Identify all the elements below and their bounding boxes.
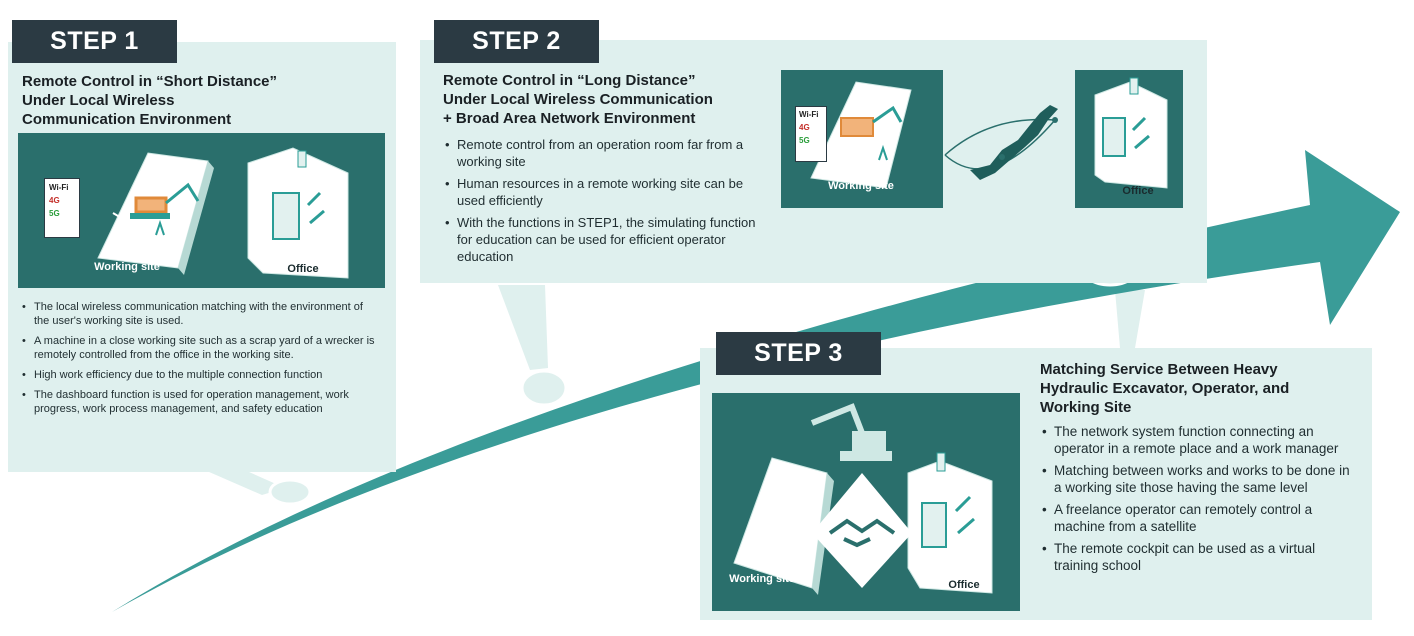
step1-tag: STEP 1	[12, 20, 177, 63]
step3-office-label: Office	[948, 579, 980, 591]
4g-icon: 4G	[49, 196, 60, 205]
step3-callout-tail	[1115, 290, 1145, 348]
step3-bullet: The remote cockpit can be used as a virt…	[1040, 540, 1360, 574]
step3-bullet: Matching between works and works to be d…	[1040, 462, 1360, 496]
step3-tag: STEP 3	[716, 332, 881, 375]
5g-icon: 5G	[799, 136, 810, 145]
step1-title: Remote Control in “Short Distance” Under…	[22, 73, 278, 128]
antenna-icon	[878, 144, 888, 161]
step3-bullet: A freelance operator can remotely contro…	[1040, 501, 1360, 535]
step1-bullet: A machine in a close working site such a…	[20, 334, 380, 362]
japan-map-icon	[944, 105, 1058, 180]
operator-icon	[306, 191, 325, 225]
step2-bullet-list: Remote control from an operation room fa…	[443, 136, 773, 270]
excavator-icon	[810, 403, 892, 461]
wifi-icon: Wi-Fi	[799, 110, 819, 119]
step3-bullet: The network system function connecting a…	[1040, 423, 1360, 457]
step1-office-label: Office	[287, 263, 319, 275]
step2-network-icons: Wi-Fi 4G 5G	[795, 106, 827, 162]
4g-icon: 4G	[799, 123, 810, 132]
antenna-icon	[155, 219, 165, 236]
step2-title: Remote Control in “Long Distance” Under …	[443, 72, 713, 127]
step3-working-site-label: Working site	[729, 573, 795, 585]
step1-bullet: The local wireless communication matchin…	[20, 300, 380, 328]
step1-network-icons: Wi-Fi 4G 5G	[44, 178, 80, 238]
step1-bullet: High work efficiency due to the multiple…	[20, 368, 380, 382]
step2-office-illustration: Office	[1075, 70, 1183, 208]
handshake-icon	[828, 518, 896, 548]
excavator-icon	[840, 117, 874, 137]
step2-tag: STEP 2	[434, 20, 599, 63]
step2-working-site-label: Working site	[828, 180, 894, 192]
step3-title: Matching Service Between Heavy Hydraulic…	[1040, 361, 1290, 416]
cockpit-screen-icon	[1102, 117, 1126, 157]
milestone-step2	[520, 369, 568, 407]
step1-scene-svg	[97, 147, 349, 279]
step1-callout-tail	[200, 468, 285, 495]
operator-icon	[1131, 116, 1150, 150]
milestone-step1	[268, 478, 312, 506]
step1-bullet: The dashboard function is used for opera…	[20, 388, 380, 416]
step2-bullet: Human resources in a remote working site…	[443, 175, 773, 209]
step1-bullet-list: The local wireless communication matchin…	[20, 300, 380, 422]
cockpit-screen-icon	[272, 192, 300, 240]
step1-illustration: Wi-Fi 4G 5G Working site Office	[18, 133, 385, 288]
step2-office-label: Office	[1122, 185, 1154, 197]
step2-bullet: Remote control from an operation room fa…	[443, 136, 773, 170]
cockpit-screen-icon	[921, 502, 947, 548]
excavator-icon	[130, 182, 200, 219]
step1-working-site-label: Working site	[94, 261, 160, 273]
operator-icon	[954, 495, 975, 535]
step2-callout-tail	[498, 285, 548, 370]
step2-working-site-illustration: Wi-Fi 4G 5G Working site	[781, 70, 943, 208]
5g-icon: 5G	[49, 209, 60, 218]
step3-illustration: Working site Office	[712, 393, 1020, 611]
step2-bullet: With the functions in STEP1, the simulat…	[443, 214, 773, 265]
wifi-icon: Wi-Fi	[49, 183, 69, 192]
step3-bullet-list: The network system function connecting a…	[1040, 423, 1360, 579]
